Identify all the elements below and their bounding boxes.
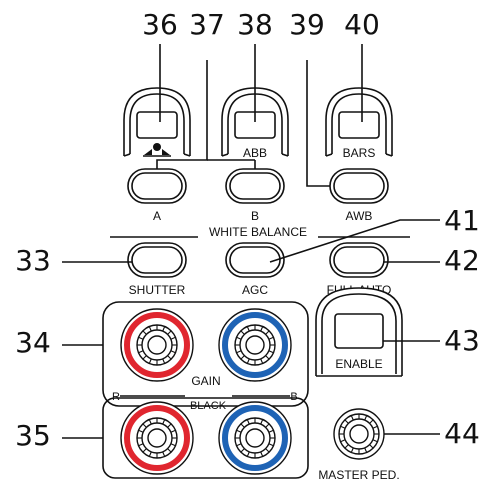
black-r-knob[interactable] (136, 417, 178, 459)
leader-39 (306, 60, 330, 187)
black-label: BLACK (190, 400, 227, 412)
gain-b-knob[interactable] (234, 324, 276, 366)
abb-label: ABB (243, 146, 267, 160)
memory-symbol-icon (143, 143, 171, 157)
wb-a-button[interactable] (127, 168, 187, 204)
wb-a-label: A (153, 209, 161, 223)
awb-button[interactable] (329, 168, 389, 204)
enable-label: ENABLE (335, 357, 382, 371)
black-b-knob[interactable] (234, 417, 276, 459)
callout-38: 38 (237, 8, 273, 41)
black-b-blue-ring (222, 405, 288, 471)
master-ped-knob[interactable] (333, 408, 385, 460)
callout-43: 43 (444, 324, 480, 357)
awb-label: AWB (346, 209, 373, 223)
black-b-label: B (290, 391, 297, 403)
callout-33: 33 (15, 244, 51, 277)
master-ped-label: MASTER PED. (318, 468, 399, 482)
callout-44: 44 (444, 417, 480, 450)
bars-label: BARS (343, 146, 376, 160)
wb-b-label: B (251, 209, 259, 223)
callout-40: 40 (344, 8, 380, 41)
full-auto-button[interactable] (329, 242, 389, 278)
callout-37: 37 (189, 8, 225, 41)
black-r-label: R (112, 391, 120, 403)
callout-41: 41 (444, 204, 480, 237)
callout-34: 34 (15, 326, 51, 359)
gain-b-blue-ring (222, 312, 288, 378)
callout-42: 42 (444, 244, 480, 277)
leader-37a (156, 60, 208, 174)
leader-41 (269, 219, 440, 263)
enable-button[interactable] (315, 287, 403, 377)
callout-39: 39 (289, 8, 325, 41)
shutter-label: SHUTTER (129, 283, 186, 297)
shutter-button[interactable] (127, 242, 187, 278)
wb-b-button[interactable] (225, 168, 285, 204)
black-r-red-ring (124, 405, 190, 471)
gain-label: GAIN (191, 374, 220, 388)
gain-r-knob[interactable] (136, 324, 178, 366)
callout-36: 36 (142, 8, 178, 41)
gain-r-red-ring (124, 312, 190, 378)
white-balance-heading: WHITE BALANCE (209, 225, 307, 239)
agc-label: AGC (242, 283, 268, 297)
callout-35: 35 (15, 419, 51, 452)
gain-group-frame (102, 301, 309, 407)
